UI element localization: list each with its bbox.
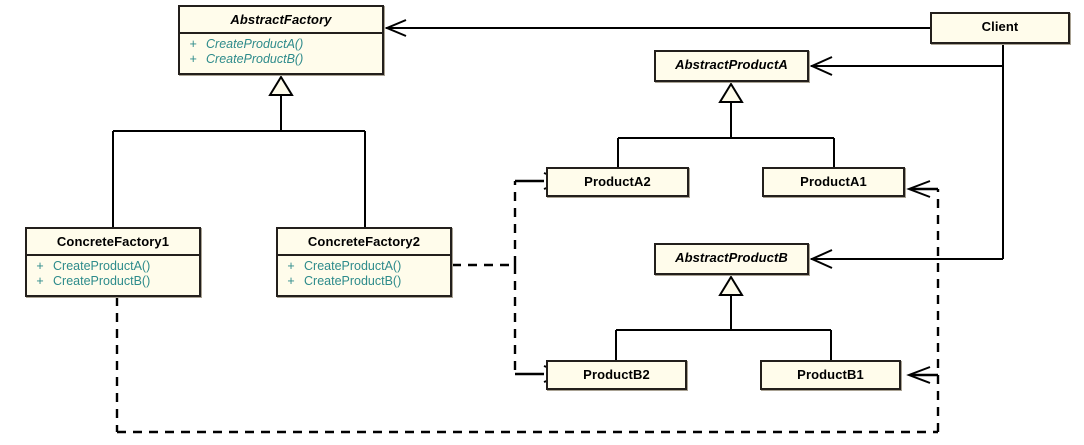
method-row: + CreateProductB() <box>27 274 199 289</box>
class-box-abstract-product-b[interactable]: AbstractProductB <box>654 243 809 275</box>
connector-client-to-abstract-product-a <box>809 44 1004 76</box>
method-visibility: + <box>36 259 44 273</box>
class-name-abstract-product-a: AbstractProductA <box>675 57 788 72</box>
class-box-product-a2[interactable]: ProductA2 <box>546 167 689 197</box>
class-box-abstract-product-a[interactable]: AbstractProductA <box>654 50 809 82</box>
connector-factories-generalization <box>112 75 366 227</box>
method-row: + CreateProductA() <box>27 259 199 274</box>
method-row: + CreateProductB() <box>180 52 382 67</box>
class-box-product-b1[interactable]: ProductB1 <box>760 360 901 390</box>
method-visibility: + <box>36 274 44 288</box>
class-box-concrete-factory-1[interactable]: ConcreteFactory1 + CreateProductA() + Cr… <box>25 227 201 297</box>
class-name-concrete-factory-1: ConcreteFactory1 <box>27 229 199 256</box>
method-signature: CreateProductB() <box>206 52 304 66</box>
class-methods-concrete-factory-1: + CreateProductA() + CreateProductB() <box>27 256 199 293</box>
class-methods-abstract-factory: + CreateProductA() + CreateProductB() <box>180 34 382 71</box>
method-signature: CreateProductA() <box>53 259 151 273</box>
method-visibility: + <box>189 37 197 51</box>
class-box-abstract-factory[interactable]: AbstractFactory + CreateProductA() + Cre… <box>178 5 384 75</box>
connector-factory2-dependencies <box>452 172 568 383</box>
method-visibility: + <box>287 274 295 288</box>
class-name-product-a2: ProductA2 <box>584 174 651 189</box>
class-name-abstract-product-b: AbstractProductB <box>675 250 788 265</box>
connector-product-b-generalization <box>615 275 832 360</box>
class-name-abstract-factory: AbstractFactory <box>180 7 382 34</box>
class-name-product-b1: ProductB1 <box>797 367 864 382</box>
method-row: + CreateProductB() <box>278 274 450 289</box>
class-box-client[interactable]: Client <box>930 12 1070 44</box>
method-signature: CreateProductA() <box>206 37 304 51</box>
class-name-product-b2: ProductB2 <box>583 367 650 382</box>
class-name-concrete-factory-2: ConcreteFactory2 <box>278 229 450 256</box>
method-visibility: + <box>287 259 295 273</box>
method-row: + CreateProductA() <box>180 37 382 52</box>
class-methods-concrete-factory-2: + CreateProductA() + CreateProductB() <box>278 256 450 293</box>
class-box-product-b2[interactable]: ProductB2 <box>546 360 687 390</box>
class-name-product-a1: ProductA1 <box>800 174 867 189</box>
connector-product-a-generalization <box>617 82 835 167</box>
connector-factory1-dependencies <box>115 180 940 434</box>
method-signature: CreateProductB() <box>304 274 402 288</box>
method-row: + CreateProductA() <box>278 259 450 274</box>
method-signature: CreateProductA() <box>304 259 402 273</box>
connector-client-to-abstract-factory <box>384 19 930 37</box>
method-visibility: + <box>189 52 197 66</box>
class-box-concrete-factory-2[interactable]: ConcreteFactory2 + CreateProductA() + Cr… <box>276 227 452 297</box>
class-name-client: Client <box>981 19 1019 34</box>
method-signature: CreateProductB() <box>53 274 151 288</box>
class-box-product-a1[interactable]: ProductA1 <box>762 167 905 197</box>
